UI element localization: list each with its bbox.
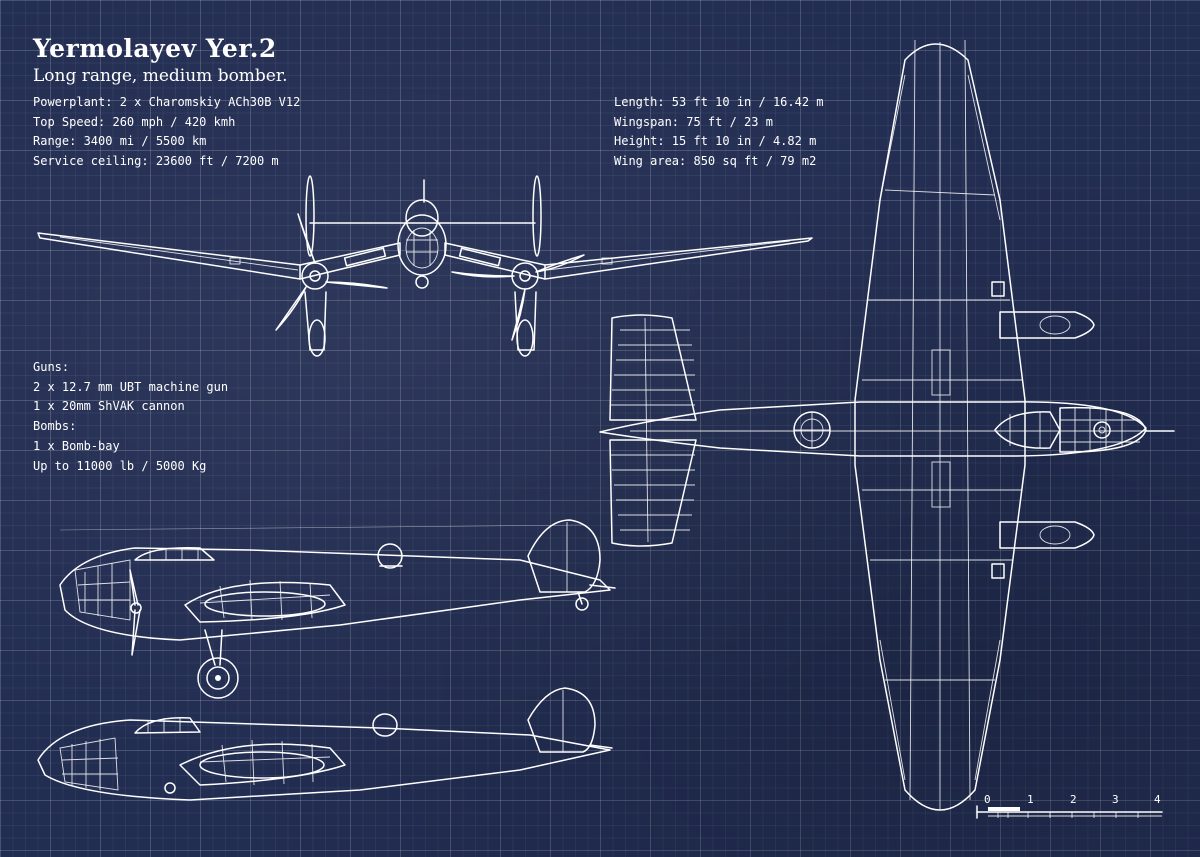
armament-cannon: 1 x 20mm ShVAK cannon <box>33 399 185 414</box>
scale-label-3: 3 <box>1112 793 1119 806</box>
armament-bomb-bay: 1 x Bomb-bay <box>33 438 120 453</box>
side-view-gear-up-drawing <box>37 687 613 801</box>
front-view-drawing <box>37 175 813 357</box>
spec-range: Range: 3400 mi / 5500 km <box>33 134 207 149</box>
spec-wing-area: Wing area: 850 sq ft / 79 m2 <box>614 154 817 169</box>
armament-bombs-heading: Bombs: <box>33 419 77 434</box>
dimension-specs: Length: 53 ft 10 in / 16.42 m Wingspan: … <box>614 93 824 172</box>
spec-powerplant: Powerplant: 2 x Charomskiy ACh30B V12 <box>33 95 301 109</box>
spec-length: Length: 53 ft 10 in / 16.42 m <box>614 95 824 109</box>
spec-top-speed: Top Speed: 260 mph / 420 kmh <box>33 114 236 129</box>
aircraft-subtitle: Long range, medium bomber. <box>33 66 288 86</box>
side-view-gear-down-drawing <box>59 519 616 699</box>
armament-specs: Guns: 2 x 12.7 mm UBT machine gun 1 x 20… <box>33 358 228 476</box>
performance-specs: Powerplant: 2 x Charomskiy ACh30B V12 To… <box>33 93 300 172</box>
scale-label-4: 4 <box>1154 793 1161 806</box>
spec-height: Height: 15 ft 10 in / 4.82 m <box>614 134 817 149</box>
armament-guns-heading: Guns: <box>33 360 70 374</box>
spec-service-ceiling: Service ceiling: 23600 ft / 7200 m <box>33 154 279 169</box>
spec-wingspan: Wingspan: 75 ft / 23 m <box>614 114 773 129</box>
scale-label-2: 2 <box>1070 793 1077 806</box>
scale-bar: 0 1 2 3 4 <box>976 793 1163 819</box>
scale-label-1: 1 <box>1027 793 1034 806</box>
aircraft-title: Yermolayev Yer.2 <box>33 34 277 63</box>
armament-machine-gun: 2 x 12.7 mm UBT machine gun <box>33 379 229 394</box>
scale-label-0: 0 <box>984 793 991 806</box>
top-view-drawing <box>599 39 1175 811</box>
armament-bomb-load: Up to 11000 lb / 5000 Kg <box>33 458 207 473</box>
